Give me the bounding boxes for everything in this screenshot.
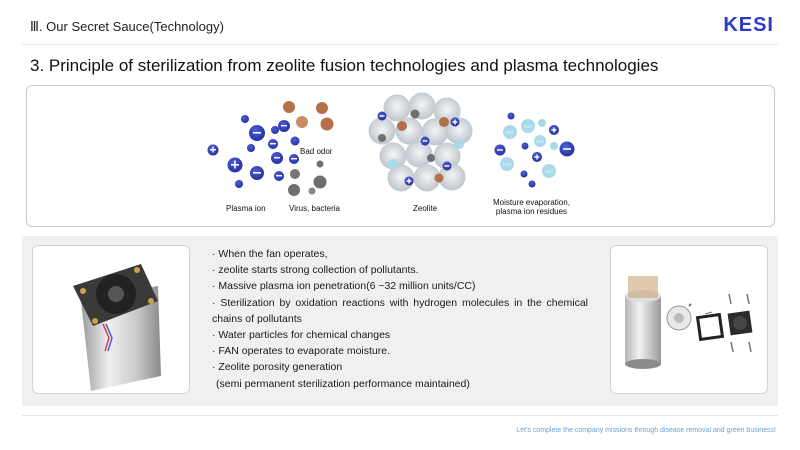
h2o-label: H₂O [545,169,553,174]
plasma-ion-cluster [207,115,300,188]
list-item: · Sterilization by oxidation reactions w… [212,296,588,325]
h2o-label: H₂O [524,124,532,129]
label-plasma-ion: Plasma ion [226,204,266,213]
sterilization-diagram: H₂O H₂O H₂O H₂O H₂O Plasma ion Bad odor … [26,85,775,227]
list-item: · Water particles for chemical changes [212,329,391,342]
label-moisture-line1: Moisture evaporation, [493,198,570,207]
footer-slogan: Let's complete the company missions thro… [516,427,776,434]
list-item: · Zeolite porosity generation [212,361,343,374]
label-bad-odor: Bad odor [300,147,333,156]
diagram-graphic: H₂O H₂O H₂O H₂O H₂O [207,92,575,196]
label-zeolite: Zeolite [413,204,438,213]
list-item: · When the fan operates, [212,248,328,260]
zeolite-structure [368,92,473,192]
label-virus-bacteria: Virus, bacteria [289,204,340,213]
h2o-label: H₂O [503,162,511,167]
h2o-molecule-labels: H₂O H₂O H₂O H₂O H₂O [503,124,553,174]
parts-image [625,276,753,369]
page-title: 3. Principle of sterilization from zeoli… [30,56,659,75]
header-divider [22,44,778,45]
fan-module-photo [32,245,190,394]
list-item: (semi permanent sterilization performanc… [216,377,470,390]
footer-divider [22,415,778,416]
label-moisture-line2: plasma ion residues [495,207,568,216]
label-moisture-evaporation: Moisture evaporation, plasma ion residue… [493,198,570,216]
moisture-cluster [494,112,575,188]
section-title: Ⅲ. Our Secret Sauce(Technology) [30,19,224,34]
feature-list: · When the fan operates, · zeolite start… [212,246,588,392]
list-item: · Massive plasma ion penetration(6 ~32 m… [212,280,476,293]
virus-particles [288,160,327,196]
fan-module-image [73,264,161,391]
h2o-label: H₂O [506,130,514,135]
kesi-logo: KESI [723,14,774,36]
disassembled-parts-photo [610,245,768,394]
odor-particles [283,101,334,131]
h2o-label: H₂O [536,139,544,144]
list-item: · zeolite starts strong collection of po… [212,264,419,277]
list-item: · FAN operates to evaporate moisture. [212,345,391,358]
